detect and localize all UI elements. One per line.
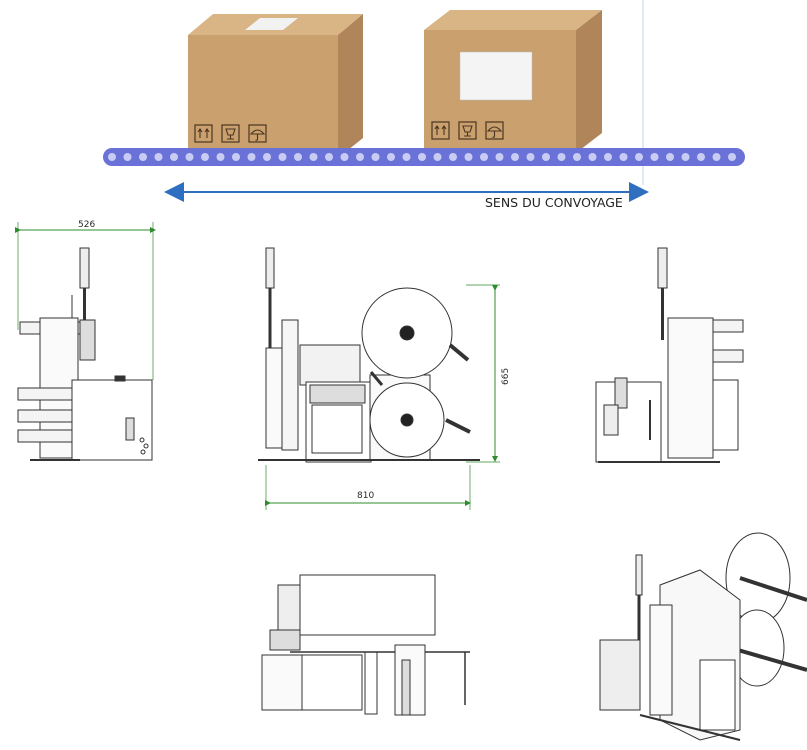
conveyor-roller xyxy=(232,153,240,161)
conveyor-roller xyxy=(278,153,287,161)
conveyor-roller xyxy=(139,153,147,161)
conveyor-roller xyxy=(402,153,411,161)
conveyor-roller xyxy=(433,153,442,161)
conveyor-roller xyxy=(573,153,581,161)
side-width-dimension: 526 xyxy=(78,220,95,230)
conveyor-belt xyxy=(103,148,745,166)
conveyor-roller xyxy=(604,153,612,161)
conveyor-roller xyxy=(666,153,674,161)
conveyor-roller xyxy=(650,153,659,161)
conveyor-roller xyxy=(154,153,163,161)
side-view-left xyxy=(15,222,156,461)
conveyor-roller xyxy=(542,153,550,161)
keep-dry-umbrella-icon xyxy=(485,121,504,140)
conveyor-roller xyxy=(681,153,690,161)
conveyor-roller xyxy=(340,153,349,161)
conveyor-roller xyxy=(635,153,643,161)
conveyor-roller xyxy=(387,153,395,161)
conveyor-roller xyxy=(170,153,178,161)
conveyor-roller xyxy=(309,153,318,161)
conveyor-roller xyxy=(247,153,256,161)
front-width-dimension: 810 xyxy=(357,491,374,501)
conveyor-roller xyxy=(263,153,271,161)
fragile-glass-icon xyxy=(458,121,477,140)
conveyor-roller xyxy=(511,153,519,161)
direction-label: SENS DU CONVOYAGE xyxy=(485,195,623,210)
front-view xyxy=(258,247,500,510)
shipping-label xyxy=(459,51,533,101)
side-view-right xyxy=(595,247,744,463)
conveyor-roller xyxy=(449,153,457,161)
conveyor-roller xyxy=(697,153,705,161)
top-view xyxy=(261,574,470,716)
conveyor-roller xyxy=(557,153,566,161)
conveyor-roller xyxy=(325,153,333,161)
conveyor-roller xyxy=(123,153,132,161)
conveyor-roller xyxy=(185,153,194,161)
conveyor-roller xyxy=(201,153,209,161)
conveyor-roller xyxy=(108,153,116,161)
this-way-up-icon xyxy=(431,121,450,140)
conveyor-roller xyxy=(728,153,736,161)
keep-dry-umbrella-icon xyxy=(248,124,267,143)
conveyor-roller xyxy=(526,153,535,161)
conveyor-roller xyxy=(294,153,302,161)
conveyor-roller xyxy=(495,153,504,161)
cardboard-box-1 xyxy=(188,14,363,158)
conveyor-roller xyxy=(356,153,364,161)
conveyor-roller xyxy=(588,153,597,161)
conveyor-roller xyxy=(418,153,426,161)
cardboard-box-2 xyxy=(424,10,602,153)
conveyor-roller xyxy=(464,153,473,161)
conveyor-roller xyxy=(480,153,488,161)
this-way-up-icon xyxy=(194,124,213,143)
front-height-dimension: 665 xyxy=(501,368,511,385)
conveyor-roller xyxy=(712,153,721,161)
conveyor-roller xyxy=(216,153,225,161)
fragile-glass-icon xyxy=(221,124,240,143)
isometric-view xyxy=(599,532,807,741)
conveyor-roller xyxy=(371,153,380,161)
conveyor-roller xyxy=(619,153,628,161)
